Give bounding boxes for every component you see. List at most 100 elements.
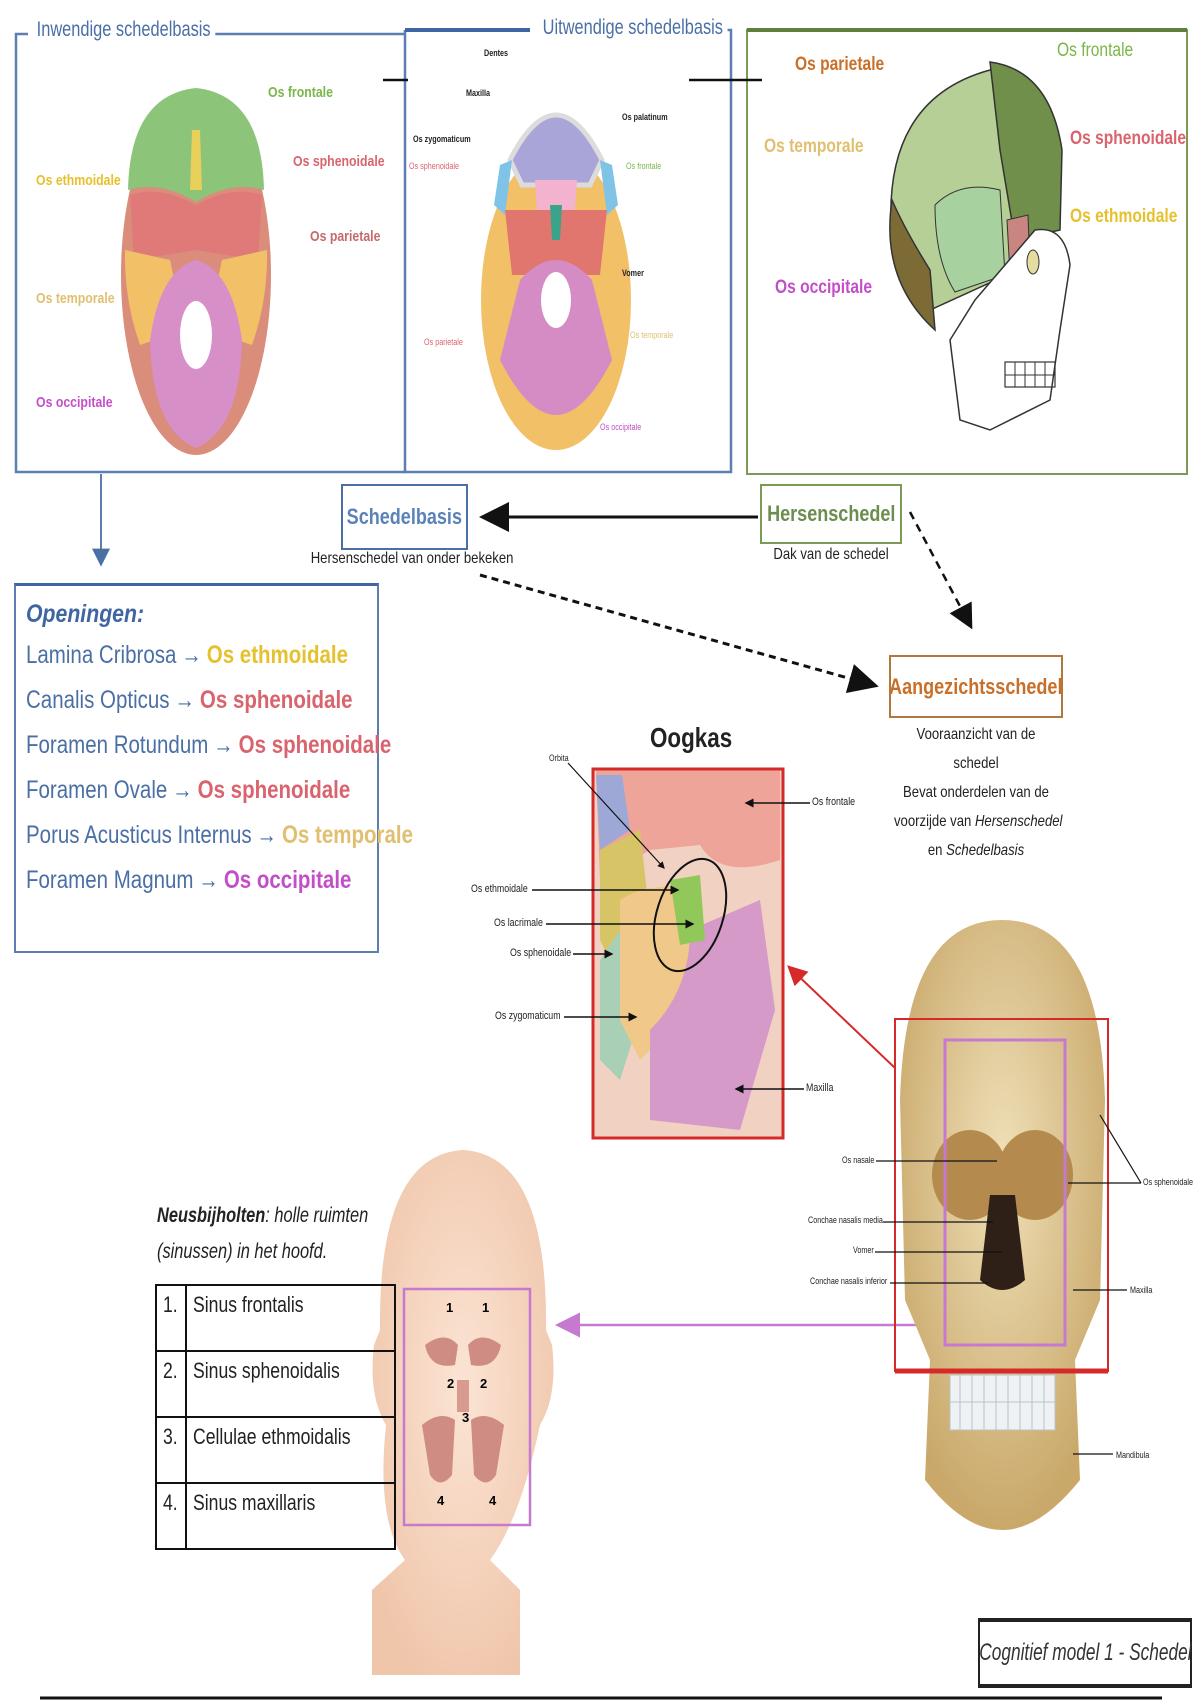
label-front-concha-inferior: Conchae nasalis inferior — [810, 1276, 888, 1286]
oogkas-illustration — [591, 767, 785, 1140]
sinus-name: Sinus sphenoidalis — [193, 1358, 341, 1383]
sinus-intro: Neusbijholten: holle ruimten (sinussen) … — [157, 1198, 368, 1270]
sinus-marker-4-left: 4 — [437, 1493, 445, 1508]
lateral-skull-illustration — [889, 61, 1071, 431]
caption-line-3-italic: Hersenschedel — [974, 813, 1063, 830]
schedelbasis-title: Schedelbasis — [346, 504, 463, 529]
aangezichtsschedel-title: Aangezichtsschedel — [889, 673, 1063, 699]
label-external-temporale: Os temporale — [630, 330, 674, 340]
panel-external-title: Uitwendige schedelbasis — [538, 16, 728, 40]
sinus-row: 4. Sinus maxillaris — [154, 1482, 397, 1550]
opening-bone: Os sphenoidale — [199, 686, 353, 714]
arrow-right-icon: → — [174, 686, 195, 714]
label-front-mandibula: Mandibula — [1116, 1450, 1150, 1460]
openingen-header: Openingen: — [26, 600, 145, 628]
label-lateral-temporale: Os temporale — [764, 136, 864, 157]
label-oogkas-lacrimale: Os lacrimale — [494, 917, 543, 929]
hersenschedel-caption: Dak van de schedel — [773, 546, 889, 563]
sinus-number-cell: 1. — [154, 1284, 188, 1352]
panel-internal-title: Inwendige schedelbasis — [32, 18, 216, 42]
label-external-maxilla: Maxilla — [466, 88, 491, 98]
arrow-right-icon: → — [172, 776, 193, 804]
sinus-number: 3. — [163, 1424, 178, 1449]
sinus-number-cell: 3. — [154, 1416, 188, 1484]
sinus-name: Cellulae ethmoidalis — [193, 1424, 351, 1449]
sinus-name: Sinus maxillaris — [193, 1490, 316, 1515]
label-internal-ethmoidale: Os ethmoidale — [36, 172, 121, 189]
sinus-marker-3: 3 — [462, 1410, 470, 1425]
label-oogkas-ethmoidale: Os ethmoidale — [471, 883, 528, 895]
label-external-vomer: Vomer — [622, 268, 644, 278]
opening-row: Canalis Opticus→Os sphenoidale — [26, 678, 353, 723]
label-external-frontale: Os frontale — [626, 161, 662, 171]
label-front-concha-media: Conchae nasalis media — [808, 1215, 883, 1225]
external-skull-base-illustration — [481, 112, 631, 450]
sinus-marker-1-left: 1 — [446, 1300, 454, 1315]
sinus-number: 4. — [163, 1490, 178, 1515]
caption-line-3: voorzijde van Hersenschedel — [894, 807, 1062, 836]
label-front-sphenoidale: Os sphenoidale — [1143, 1177, 1194, 1187]
label-oogkas-zygomaticum: Os zygomaticum — [495, 1010, 561, 1022]
schedelbasis-to-aangezicht-arrow — [479, 573, 879, 693]
openingen-panel: Openingen: Lamina Cribrosa→Os ethmoidale… — [14, 583, 413, 953]
sinus-table: 1. Sinus frontalis 2. Sinus sphenoidalis 3. C… — [154, 1284, 397, 1550]
caption-line-4-text: en — [927, 842, 947, 859]
sinus-name-cell: Cellulae ethmoidalis — [185, 1416, 397, 1484]
panel-internal-frame — [14, 32, 405, 474]
label-external-dentes: Dentes — [484, 48, 509, 58]
schedelbasis-box: Schedelbasis — [341, 484, 468, 550]
sinus-intro-line-2: (sinussen) in het hoofd. — [157, 1240, 328, 1263]
caption-line-3-text: voorzijde van — [894, 813, 975, 830]
opening-bone: Os occipitale — [223, 866, 352, 894]
aangezichtsschedel-caption: Vooraanzicht van de schedel Bevat onderd… — [876, 720, 1076, 865]
opening-row: Foramen Rotundum→Os sphenoidale — [26, 723, 391, 768]
caption-line-4-italic: Schedelbasis — [946, 842, 1025, 859]
label-oogkas-frontale: Os frontale — [812, 796, 856, 808]
sinus-intro-term: Neusbijholten — [157, 1204, 266, 1227]
label-external-sphenoidale: Os sphenoidale — [409, 161, 460, 171]
opening-row: Foramen Ovale→Os sphenoidale — [26, 768, 350, 813]
opening-row: Foramen Magnum→Os occipitale — [26, 858, 351, 903]
label-front-vomer: Vomer — [853, 1245, 874, 1255]
aangezichtsschedel-box: Aangezichtsschedel — [889, 655, 1063, 718]
label-external-occipitale: Os occipitale — [600, 422, 642, 432]
opening-name: Canalis Opticus — [26, 686, 170, 714]
label-internal-occipitale: Os occipitale — [36, 394, 113, 411]
schedelbasis-caption: Hersenschedel van onder bekeken — [310, 550, 514, 567]
sinus-marker-1-right: 1 — [482, 1300, 490, 1315]
label-front-maxilla: Maxilla — [1130, 1285, 1153, 1295]
sinus-row: 2. Sinus sphenoidalis — [154, 1350, 397, 1418]
opening-name: Lamina Cribrosa — [26, 641, 177, 669]
sinus-number: 2. — [163, 1358, 178, 1383]
label-lateral-sphenoidale: Os sphenoidale — [1070, 128, 1187, 149]
label-front-nasale: Os nasale — [842, 1155, 875, 1165]
sinus-name: Sinus frontalis — [193, 1292, 304, 1317]
sinus-number: 1. — [163, 1292, 178, 1317]
label-internal-parietale: Os parietale — [310, 228, 381, 245]
label-lateral-ethmoidale: Os ethmoidale — [1070, 206, 1178, 227]
internal-skull-base-illustration — [121, 88, 271, 455]
caption-line-4: en Schedelbasis — [894, 836, 1058, 865]
opening-row: Porus Acusticus Internus→Os temporale — [26, 813, 413, 858]
label-internal-frontale: Os frontale — [268, 84, 333, 101]
hersenschedel-box: Hersenschedel — [760, 484, 902, 544]
sinus-row: 3. Cellulae ethmoidalis — [154, 1416, 397, 1484]
opening-name: Foramen Ovale — [26, 776, 168, 804]
sinus-intro-definition: : holle ruimten — [265, 1204, 369, 1227]
sinus-number-cell: 2. — [154, 1350, 188, 1418]
model-label-box: Cognitief model 1 - Schedel — [978, 1618, 1192, 1688]
label-lateral-parietale: Os parietale — [795, 54, 885, 75]
arrow-right-icon: → — [198, 866, 219, 894]
sinus-row: 1. Sinus frontalis — [154, 1284, 397, 1352]
sinus-marker-2-left: 2 — [447, 1376, 455, 1391]
hersenschedel-title: Hersenschedel — [766, 501, 896, 526]
caption-line-2: Bevat onderdelen van de — [903, 784, 1049, 801]
label-lateral-occipitale: Os occipitale — [775, 277, 872, 298]
opening-name: Foramen Rotundum — [26, 731, 209, 759]
front-skull-to-oogkas-arrow — [787, 965, 896, 1069]
front-skull-illustration — [894, 920, 1109, 1530]
opening-name: Porus Acusticus Internus — [26, 821, 252, 849]
